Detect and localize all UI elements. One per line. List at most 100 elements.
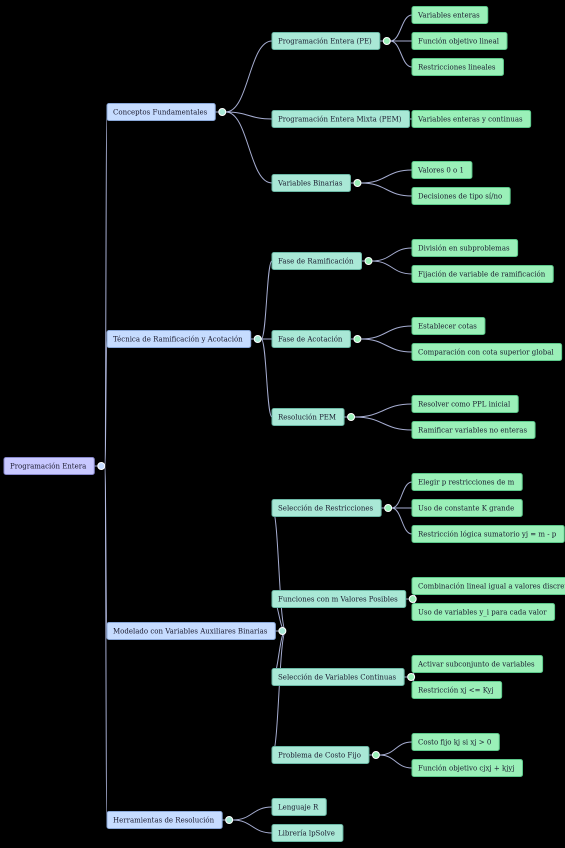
node-label: Lenguaje R <box>278 804 319 812</box>
edge-fase-de-ramificacion <box>260 260 273 340</box>
collapse-toggle-icon[interactable] <box>408 595 417 603</box>
node-comparacion-con-cota-superior-global[interactable]: Comparación con cota superior global <box>411 343 563 361</box>
node-label: Valores 0 o 1 <box>417 167 464 175</box>
edge-libreria-lpsolve <box>232 819 273 834</box>
node-box <box>411 343 563 361</box>
node-box <box>271 110 411 128</box>
node-variables-binarias[interactable]: Variables Binarias <box>271 174 351 192</box>
node-lenguaje-r[interactable]: Lenguaje R <box>271 798 327 816</box>
collapse-toggle-icon[interactable] <box>278 627 287 635</box>
node-programacion-entera[interactable]: Programación Entera <box>3 457 95 475</box>
node-label: Establecer cotas <box>418 323 477 331</box>
node-box <box>411 577 565 595</box>
node-label: Función objetivo cjxj + kjyj <box>418 765 515 773</box>
collapse-toggle-icon[interactable] <box>371 751 380 759</box>
node-label: Resolver como PPL inicial <box>418 401 511 409</box>
node-box <box>3 457 95 475</box>
edge-costo-fijo-kj-si-xj-0 <box>379 741 413 756</box>
node-label: Librería lpSolve <box>278 830 335 838</box>
node-restriccion-logica-sumatorio-yj-m-p[interactable]: Restricción lógica sumatorio yj = m - p <box>411 525 565 543</box>
edge-decisiones-de-tipo-si-no <box>360 182 413 197</box>
node-combinacion-lineal-igual-a-valores-discretos[interactable]: Combinación lineal igual a valores discr… <box>411 577 565 595</box>
node-label: Función objetivo lineal <box>418 38 500 46</box>
node-box <box>411 58 504 76</box>
node-label: Fase de Acotación <box>278 336 343 344</box>
node-tecnica-de-ramificacion-y-acotacion[interactable]: Técnica de Ramificación y Acotación <box>106 330 252 348</box>
node-division-en-subproblemas[interactable]: División en subproblemas <box>411 239 519 257</box>
collapse-toggle-icon[interactable] <box>97 462 106 470</box>
node-seleccion-de-variables-continuas[interactable]: Selección de Variables Continuas <box>271 668 405 686</box>
node-herramientas-de-resolucion[interactable]: Herramientas de Resolución <box>106 811 223 829</box>
node-costo-fijo-kj-si-xj-0[interactable]: Costo fijo kj si xj > 0 <box>411 733 500 751</box>
node-funciones-con-m-valores-posibles[interactable]: Funciones con m Valores Posibles <box>271 590 407 608</box>
node-label: Fijación de variable de ramificación <box>418 271 546 279</box>
node-problema-de-costo-fijo[interactable]: Problema de Costo Fijo <box>271 746 370 764</box>
collapse-toggle-icon[interactable] <box>218 108 227 116</box>
node-box <box>411 655 544 673</box>
node-box <box>271 824 344 842</box>
collapse-toggle-icon[interactable] <box>353 335 362 343</box>
node-seleccion-de-restricciones[interactable]: Selección de Restricciones <box>271 499 382 517</box>
node-restriccion-xj-kyj[interactable]: Restricción xj <= Kyj <box>411 681 503 699</box>
edge-ramificar-variables-no-enteras <box>354 416 413 431</box>
collapse-toggle-icon[interactable] <box>353 179 362 187</box>
node-funcion-objetivo-lineal[interactable]: Función objetivo lineal <box>411 32 508 50</box>
node-conceptos-fundamentales[interactable]: Conceptos Fundamentales <box>106 103 216 121</box>
node-programacion-entera-pe[interactable]: Programación Entera (PE) <box>271 32 381 50</box>
node-fase-de-acotacion[interactable]: Fase de Acotación <box>271 330 351 348</box>
node-label: Selección de Restricciones <box>278 505 374 513</box>
collapse-toggle-icon[interactable] <box>225 816 234 824</box>
node-resolver-como-ppl-inicial[interactable]: Resolver como PPL inicial <box>411 395 519 413</box>
node-layer: Programación Entera Conceptos Fundamental… <box>3 6 565 842</box>
collapse-toggle-icon[interactable] <box>384 504 393 512</box>
node-box <box>106 622 276 640</box>
node-label: Herramientas de Resolución <box>113 817 215 825</box>
collapse-toggle-icon[interactable] <box>407 673 416 681</box>
node-label: Resolución PEM <box>278 414 336 422</box>
node-box <box>106 330 252 348</box>
node-label: Conceptos Fundamentales <box>113 109 208 117</box>
node-ramificar-variables-no-enteras[interactable]: Ramificar variables no enteras <box>411 421 536 439</box>
collapse-toggle-icon[interactable] <box>382 37 391 45</box>
node-activar-subconjunto-de-variables[interactable]: Activar subconjunto de variables <box>411 655 544 673</box>
node-box <box>106 811 223 829</box>
node-label: División en subproblemas <box>418 245 510 253</box>
node-restricciones-lineales[interactable]: Restricciones lineales <box>411 58 504 76</box>
node-resolucion-pem[interactable]: Resolución PEM <box>271 408 345 426</box>
node-establecer-cotas[interactable]: Establecer cotas <box>411 317 486 335</box>
node-funcion-objetivo-cjxj-kjyj[interactable]: Función objetivo cjxj + kjyj <box>411 759 523 777</box>
node-elegir-p-restricciones-de-m[interactable]: Elegir p restricciones de m <box>411 473 523 491</box>
node-uso-de-variables-y-i-para-cada-valor[interactable]: Uso de variables y_i para cada valor <box>411 603 556 621</box>
node-box <box>271 174 351 192</box>
node-programacion-entera-mixta-pem[interactable]: Programación Entera Mixta (PEM) <box>271 110 411 128</box>
node-variables-enteras[interactable]: Variables enteras <box>411 6 489 24</box>
node-variables-enteras-y-continuas[interactable]: Variables enteras y continuas <box>411 110 532 128</box>
node-label: Modelado con Variables Auxiliares Binari… <box>113 628 268 636</box>
node-box <box>271 590 407 608</box>
edge-elegir-p-restricciones-de-m <box>391 481 413 509</box>
node-libreria-lpsolve[interactable]: Librería lpSolve <box>271 824 344 842</box>
collapse-toggle-icon[interactable] <box>253 335 262 343</box>
edge-variables-binarias <box>225 111 273 184</box>
collapse-toggle-icon[interactable] <box>364 257 373 265</box>
node-box <box>411 499 523 517</box>
node-box <box>411 733 500 751</box>
edge-funcion-objetivo-cjxj-kjyj <box>379 754 413 769</box>
node-box <box>411 6 489 24</box>
node-box <box>411 759 523 777</box>
node-uso-de-constante-k-grande[interactable]: Uso de constante K grande <box>411 499 523 517</box>
node-fase-de-ramificacion[interactable]: Fase de Ramificación <box>271 252 362 270</box>
node-box <box>271 32 381 50</box>
node-valores-0-o-1[interactable]: Valores 0 o 1 <box>411 161 473 179</box>
node-label: Problema de Costo Fijo <box>278 752 361 760</box>
node-fijacion-de-variable-de-ramificacion[interactable]: Fijación de variable de ramificación <box>411 265 554 283</box>
node-label: Restricción xj <= Kyj <box>418 687 494 695</box>
node-box <box>411 161 473 179</box>
node-decisiones-de-tipo-si-no[interactable]: Decisiones de tipo sí/no <box>411 187 511 205</box>
node-label: Programación Entera (PE) <box>278 38 372 46</box>
node-box <box>106 103 216 121</box>
edge-comparacion-con-cota-superior-global <box>360 338 413 353</box>
node-box <box>411 32 508 50</box>
node-modelado-con-variables-auxiliares-binarias[interactable]: Modelado con Variables Auxiliares Binari… <box>106 622 276 640</box>
collapse-toggle-icon[interactable] <box>347 413 356 421</box>
